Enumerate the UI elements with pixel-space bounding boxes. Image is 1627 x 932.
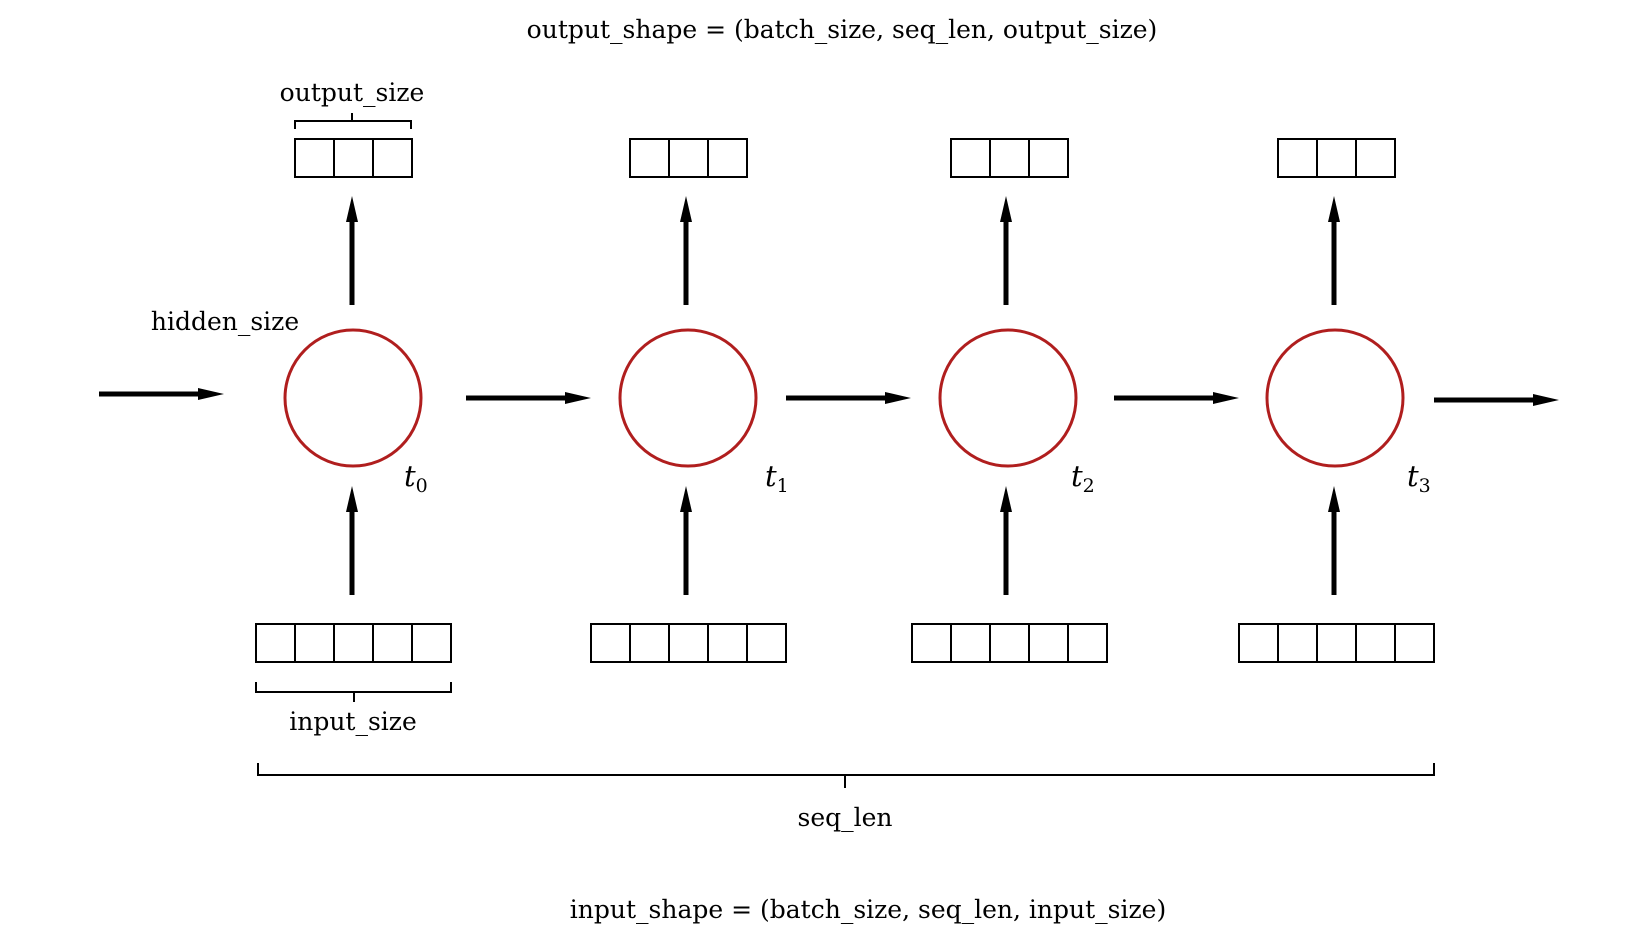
output-arrow	[1000, 196, 1012, 305]
output-cell	[1277, 138, 1318, 178]
output-vector	[950, 138, 1069, 178]
seq-len-label: seq_len	[797, 803, 892, 832]
input-cell	[989, 623, 1030, 663]
output-cell	[1355, 138, 1396, 178]
timestep-subscript: 3	[1419, 475, 1431, 497]
input-cell	[911, 623, 952, 663]
hidden-state-arrow	[786, 392, 911, 404]
timestep-2: t2	[911, 138, 1239, 663]
output-cell	[333, 138, 374, 178]
output-cell	[950, 138, 991, 178]
input-cell	[746, 623, 787, 663]
input-size-brace	[255, 682, 452, 702]
input-cell	[629, 623, 670, 663]
output-vector	[1277, 138, 1396, 178]
input-vector	[1238, 623, 1435, 663]
timestep-1: t1	[590, 138, 911, 663]
input-cell	[590, 623, 631, 663]
input-arrow	[1000, 486, 1012, 595]
timestep-3: t3	[1238, 138, 1559, 663]
timestep-symbol: t	[765, 459, 777, 493]
output-cell	[668, 138, 709, 178]
output-cell	[372, 138, 413, 178]
input-cell	[1067, 623, 1108, 663]
timestep-label: t2	[1071, 459, 1095, 497]
input-vector	[255, 623, 452, 663]
hidden-state-arrow	[466, 392, 591, 404]
output-size-label: output_size	[280, 78, 425, 107]
hidden-state-arrow	[1434, 394, 1559, 406]
input-shape-formula: input_shape = (batch_size, seq_len, inpu…	[570, 895, 1166, 924]
timestep-subscript: 0	[416, 475, 428, 497]
output-shape-formula: output_shape = (batch_size, seq_len, out…	[527, 15, 1158, 44]
output-cell	[629, 138, 670, 178]
input-cell	[255, 623, 296, 663]
input-vector	[911, 623, 1108, 663]
input-cell	[707, 623, 748, 663]
input-arrow	[346, 486, 358, 595]
input-arrow	[680, 486, 692, 595]
output-size-brace	[294, 113, 412, 129]
input-cell	[333, 623, 374, 663]
input-cell	[411, 623, 452, 663]
input-vector	[590, 623, 787, 663]
output-cell	[707, 138, 748, 178]
timestep-subscript: 2	[1083, 475, 1095, 497]
timestep-label: t0	[404, 459, 428, 497]
output-cell	[989, 138, 1030, 178]
input-arrow	[1328, 486, 1340, 595]
input-cell	[950, 623, 991, 663]
output-arrow	[346, 196, 358, 305]
input-cell	[1277, 623, 1318, 663]
output-cell	[1316, 138, 1357, 178]
hidden-size-label: hidden_size	[151, 307, 299, 336]
output-vector	[629, 138, 748, 178]
hidden-state-arrow	[1114, 392, 1239, 404]
hidden-state-arrow-in	[99, 388, 224, 400]
input-cell	[294, 623, 335, 663]
output-cell	[294, 138, 335, 178]
input-cell	[1028, 623, 1069, 663]
timestep-symbol: t	[1407, 459, 1419, 493]
rnn-cell-node	[938, 328, 1078, 468]
timestep-label: t3	[1407, 459, 1431, 497]
output-arrow	[1328, 196, 1340, 305]
output-cell	[1028, 138, 1069, 178]
input-size-label: input_size	[289, 707, 417, 736]
input-cell	[668, 623, 709, 663]
timestep-symbol: t	[404, 459, 416, 493]
input-cell	[1238, 623, 1279, 663]
timestep-subscript: 1	[777, 475, 789, 497]
input-cell	[1355, 623, 1396, 663]
input-cell	[372, 623, 413, 663]
timestep-symbol: t	[1071, 459, 1083, 493]
input-cell	[1394, 623, 1435, 663]
timestep-0: t0	[255, 138, 591, 663]
seq-len-brace	[257, 763, 1435, 788]
rnn-cell-node	[1265, 328, 1405, 468]
output-vector	[294, 138, 413, 178]
rnn-cell-node	[618, 328, 758, 468]
rnn-cell-node	[283, 328, 423, 468]
timestep-label: t1	[765, 459, 789, 497]
output-arrow	[680, 196, 692, 305]
input-cell	[1316, 623, 1357, 663]
